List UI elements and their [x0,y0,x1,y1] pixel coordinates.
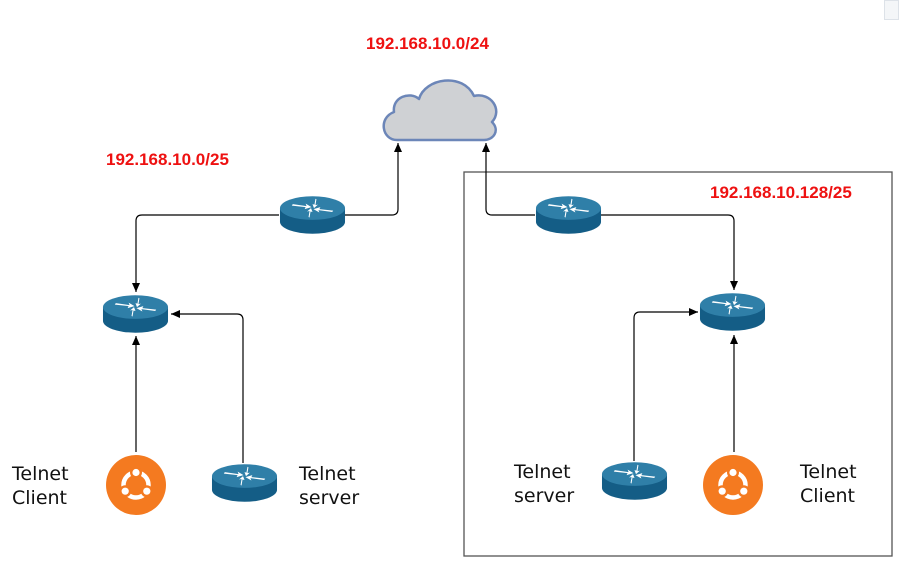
left-wan-router-icon [279,196,346,234]
link-left-server-to-core [171,310,244,463]
left-telnet-client-label-line1: Telnet [12,463,69,485]
cloud-icon [382,79,498,142]
left-telnet-server-label: Telnet server [299,462,359,510]
link-right-wan-to-core [601,214,738,290]
left-telnet-server-router-icon [211,464,278,502]
left-telnet-server-label-line2: server [299,487,360,509]
subnet-label-top: 192.168.10.0/24 [366,34,489,53]
link-right-server-to-core [633,308,698,461]
right-site-boundary [463,171,893,557]
subnet-label-left: 192.168.10.0/25 [106,150,229,169]
right-telnet-client-label-line2: Client [800,485,856,507]
right-telnet-server-label: Telnet server [514,460,574,508]
left-telnet-server-label-line1: Telnet [299,463,356,485]
left-telnet-client-label-line2: Client [12,487,68,509]
right-telnet-client-label-line1: Telnet [800,461,857,483]
subnet-label-right: 192.168.10.128/25 [710,183,852,202]
right-telnet-server-label-line1: Telnet [514,461,571,483]
right-telnet-server-router-icon [601,462,668,500]
link-left-wan-to-cloud [345,143,402,216]
right-wan-router-icon [535,196,602,234]
left-telnet-client-label: Telnet Client [12,462,69,510]
left-telnet-client-ubuntu-icon [106,455,166,515]
right-core-router-icon [699,293,766,331]
right-telnet-client-label: Telnet Client [800,460,857,508]
right-telnet-client-ubuntu-icon [703,455,763,515]
left-core-router-icon [102,295,169,333]
link-right-wan-to-cloud [482,143,535,216]
right-telnet-server-label-line2: server [514,485,575,507]
connections [132,143,738,463]
link-left-wan-to-core [132,214,279,292]
